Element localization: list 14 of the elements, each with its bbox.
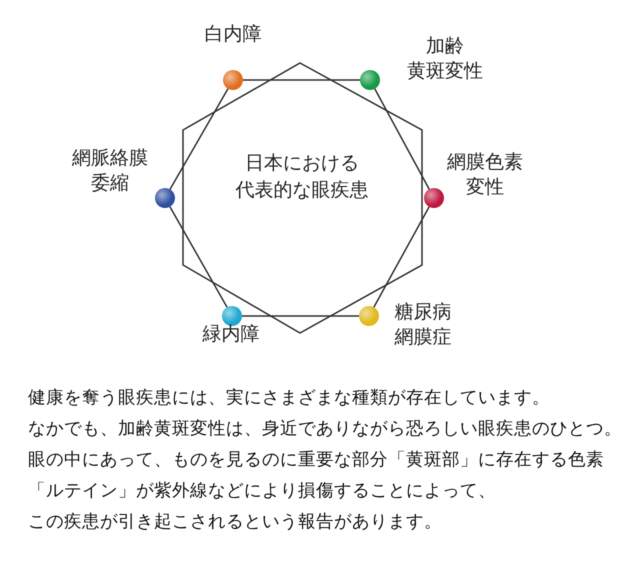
connector-line xyxy=(373,206,430,308)
disease-label: 糖尿病網膜症 xyxy=(394,300,452,350)
connector-line xyxy=(169,88,229,190)
disease-label: 緑内障 xyxy=(202,322,260,347)
disease-label: 網脈絡膜委縮 xyxy=(71,146,149,196)
connector-line xyxy=(243,79,360,81)
description-paragraph: 健康を奪う眼疾患には、実にさまざまな種類が存在しています。なかでも、加齢黄斑変性は、身近でありながら恐ろしい眼疾患のひとつ。眼の中にあって、ものを見るのに重要な部分「黄斑部」に存在する色素「ルテイン」が紫外線などにより損傷することによって、この疾患が引き起こされるという報告があります。 xyxy=(28,387,623,534)
connector-line xyxy=(374,88,430,190)
connector-line xyxy=(242,315,359,317)
disease-label: 加齢黄斑変性 xyxy=(406,34,484,84)
disease-label: 網膜色素変性 xyxy=(446,150,524,200)
center-label: 日本における代表的な眼疾患 xyxy=(222,150,382,204)
disease-label: 白内障 xyxy=(204,22,262,47)
connector-line xyxy=(169,206,228,308)
